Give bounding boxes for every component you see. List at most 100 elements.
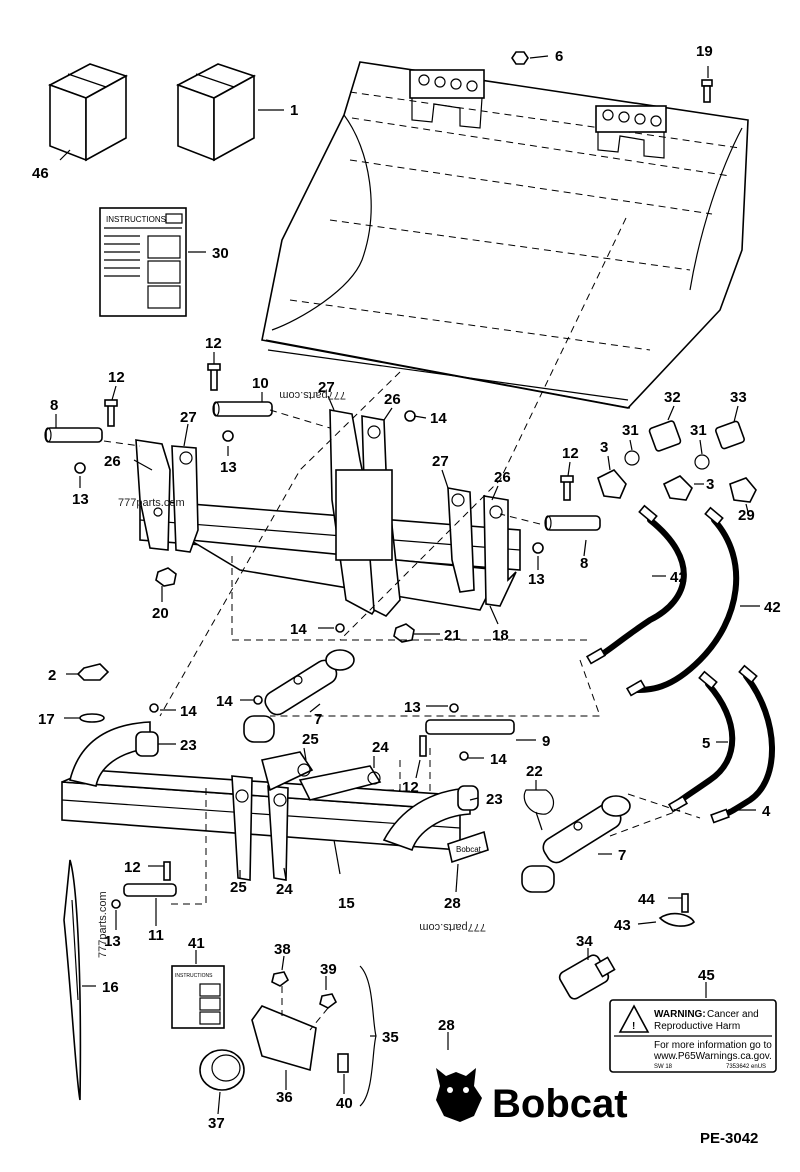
callout-4: 4 [762,803,771,820]
callout-26-b: 26 [104,453,121,470]
callout-32: 32 [664,389,681,406]
callout-7-a: 7 [314,711,322,728]
callouts: 46 1 6 19 30 12 10 27 26 14 8 12 27 13 2… [32,43,781,1132]
tooth-16 [63,859,82,1101]
bucket [261,61,749,409]
callout-40: 40 [336,1095,353,1112]
callout-13-a: 13 [220,459,237,476]
kit-box-1 [176,63,256,162]
pin-10 [212,401,273,417]
callout-13-d: 13 [404,699,421,716]
pin-8-left [44,427,103,443]
callout-17: 17 [38,711,55,728]
callout-18: 18 [492,627,509,644]
callout-10: 10 [252,375,269,392]
callout-14-e: 14 [490,751,507,768]
callout-16: 16 [102,979,119,996]
callout-13-b: 13 [72,491,89,508]
warning-line1: Cancer and [707,1009,759,1020]
callout-3-a: 3 [600,439,608,456]
hoses-42 [585,504,740,697]
callout-21: 21 [444,627,461,644]
callout-13-c: 13 [528,571,545,588]
callout-45: 45 [698,967,715,984]
warning-decal-45: ! WARNING: Cancer and Reproductive Harm … [609,999,777,1073]
callout-37: 37 [208,1115,225,1132]
callout-25-b: 25 [230,879,247,896]
callout-26-a: 26 [384,391,401,408]
callout-44: 44 [638,891,655,908]
callout-23-b: 23 [486,791,503,808]
callout-27-c: 27 [432,453,449,470]
callout-27-b: 27 [180,409,197,426]
callout-39: 39 [320,961,337,978]
brand-wordmark: Bobcat [492,1082,628,1126]
warning-link: www.P65Warnings.ca.gov. [653,1051,772,1062]
callout-19: 19 [696,43,713,60]
callout-12-c: 12 [562,445,579,462]
callout-5: 5 [702,735,710,752]
callout-42-b: 42 [764,599,781,616]
callout-33: 33 [730,389,747,406]
hoses-5-4 [667,664,775,824]
instructions-label-41: INSTRUCTIONS [175,973,213,979]
callout-25-a: 25 [302,731,319,748]
callout-30: 30 [212,245,229,262]
callout-leaders [55,55,760,1115]
watermark-1: 777parts.com [279,389,346,401]
callout-23-a: 23 [180,737,197,754]
instructions-label: INSTRUCTIONS [106,215,166,224]
callout-14-d: 14 [180,703,197,720]
fasteners-lower [76,623,555,909]
callout-46: 46 [32,165,49,182]
callout-12-d: 12 [402,779,419,796]
cylinder-7-upper [243,649,355,743]
callout-27-a: 27 [318,379,335,396]
callout-14-c: 14 [216,693,233,710]
callout-24-a: 24 [372,739,389,756]
assembly-leaders [103,217,701,905]
diagram-id: PE-3042 [700,1130,758,1147]
callout-9: 9 [542,733,550,750]
callout-1: 1 [290,102,298,119]
watermark-2: 777parts.com [118,497,185,509]
callout-34: 34 [576,933,593,950]
callout-24-b: 24 [276,881,293,898]
callout-36: 36 [276,1089,293,1106]
callout-8-b: 8 [580,555,588,572]
callout-35: 35 [382,1029,399,1046]
decal-28-small: Bobcat [447,830,489,864]
callout-22: 22 [526,763,543,780]
callout-12-e: 12 [124,859,141,876]
pin-8-right [544,515,601,531]
callout-3-b: 3 [706,476,714,493]
callout-26-c: 26 [494,469,511,486]
callout-31-a: 31 [622,422,639,439]
callout-2: 2 [48,667,56,684]
callout-12-b: 12 [108,369,125,386]
callout-14-b: 14 [290,621,307,638]
callout-13-e: 13 [104,933,121,950]
callout-42-a: 42 [670,569,687,586]
callout-28-a: 28 [444,895,461,912]
callout-31-b: 31 [690,422,707,439]
instructions-sheet-41: INSTRUCTIONS [171,965,225,1029]
instructions-sheet-30: INSTRUCTIONS [99,207,187,317]
watermark-4: 777parts.com [419,921,486,933]
callout-14-a: 14 [430,410,447,427]
callout-20: 20 [152,605,169,622]
callout-38: 38 [274,941,291,958]
warning-line3: For more information go to [654,1040,772,1051]
kit-box-46 [48,63,128,162]
svg-text:Bobcat: Bobcat [456,845,482,854]
warning-code-right: 7353642 enUS [726,1064,766,1070]
attachment-frame-15 [61,721,479,881]
callout-29: 29 [738,507,755,524]
callout-41: 41 [188,935,205,952]
warning-line2: Reproductive Harm [654,1021,740,1032]
mount-frame-18 [135,409,521,617]
watermark-3: 777parts.com [97,891,109,958]
light-kit-35 [199,965,377,1107]
clip-43-44 [658,893,695,927]
